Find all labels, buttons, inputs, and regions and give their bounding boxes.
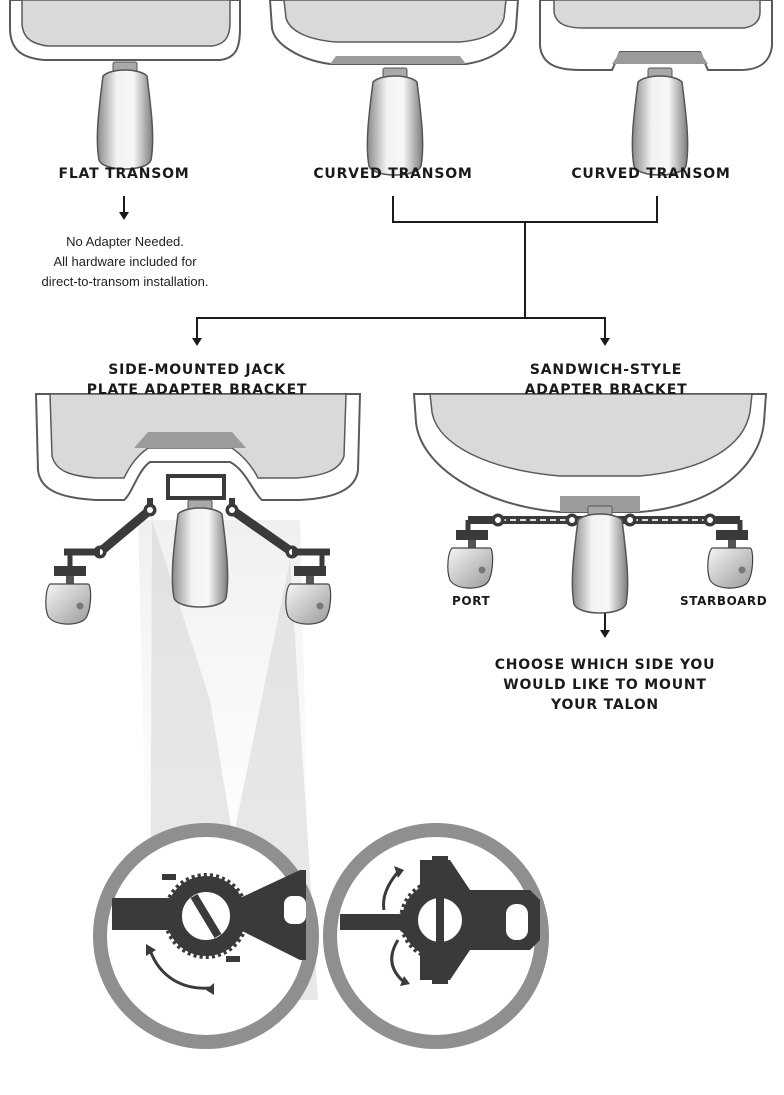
curved-transom-label-right: CURVED TRANSOM (558, 164, 744, 184)
sonar-icon (448, 530, 493, 588)
flat-transom-hull (10, 0, 240, 169)
side-mounted-bracket-label: SIDE-MOUNTED JACK PLATE ADAPTER BRACKET (60, 360, 334, 400)
note-line-3: direct-to-transom installation. (12, 272, 238, 292)
bracket-title-line-2: ADAPTER BRACKET (500, 380, 712, 400)
motor-icon (97, 62, 152, 169)
port-label: PORT (452, 594, 490, 608)
motor-icon (172, 500, 227, 607)
choose-line-3: YOUR TALON (470, 695, 740, 715)
flat-transom-note: No Adapter Needed. All hardware included… (12, 232, 238, 292)
starboard-label: STARBOARD (680, 594, 767, 608)
curved-transom-hull-right (540, 0, 772, 175)
sandwich-bracket-label: SANDWICH-STYLE ADAPTER BRACKET (500, 360, 712, 400)
note-line-1: No Adapter Needed. (12, 232, 238, 252)
curved-transom-label-center: CURVED TRANSOM (300, 164, 486, 184)
sonar-icon (46, 566, 91, 624)
adjustment-detail-right (330, 830, 542, 1042)
choose-side-instruction: CHOOSE WHICH SIDE YOU WOULD LIKE TO MOUN… (470, 655, 740, 715)
flat-transom-label: FLAT TRANSOM (54, 164, 194, 184)
bracket-title-line-2: PLATE ADAPTER BRACKET (60, 380, 334, 400)
bracket-title-line-1: SIDE-MOUNTED JACK (60, 360, 334, 380)
motor-icon (632, 68, 687, 175)
curved-transom-hull-center (270, 0, 518, 175)
motor-icon (572, 506, 627, 613)
sandwich-bracket-diagram (414, 394, 766, 613)
bracket-title-line-1: SANDWICH-STYLE (500, 360, 712, 380)
sonar-icon (708, 530, 753, 588)
choose-line-1: CHOOSE WHICH SIDE YOU (470, 655, 740, 675)
motor-icon (367, 68, 422, 175)
adjustment-detail-left (100, 830, 312, 1042)
choose-line-2: WOULD LIKE TO MOUNT (470, 675, 740, 695)
note-line-2: All hardware included for (12, 252, 238, 272)
